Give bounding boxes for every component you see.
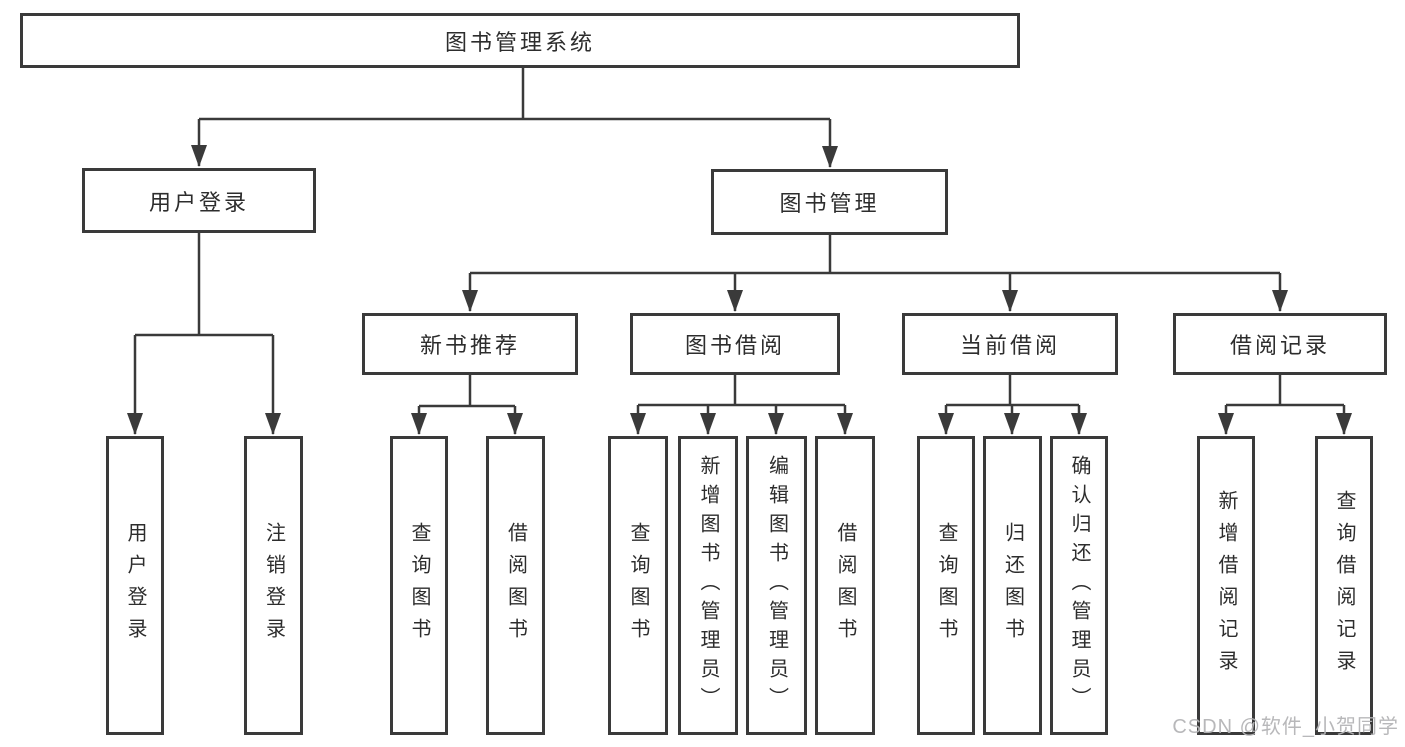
leaf-borrow-query-books: 查询图书 bbox=[608, 436, 668, 735]
leaf-return-books-label: 归还图书 bbox=[1001, 521, 1024, 650]
leaf-add-books-admin-label: 新增图书（管理员） bbox=[697, 455, 719, 716]
leaf-borrow-books: 借阅图书 bbox=[815, 436, 875, 735]
leaf-user-login: 用户登录 bbox=[106, 436, 164, 735]
node-current-borrow: 当前借阅 bbox=[902, 313, 1118, 375]
leaf-user-login-label: 用户登录 bbox=[124, 521, 146, 650]
node-current-borrow-label: 当前借阅 bbox=[959, 333, 1060, 358]
leaf-edit-books-admin: 编辑图书（管理员） bbox=[746, 436, 807, 735]
leaf-recommend-query-books-label: 查询图书 bbox=[408, 521, 430, 650]
node-user-login-label: 用户登录 bbox=[148, 189, 249, 215]
leaf-borrow-query-books-label: 查询图书 bbox=[627, 521, 649, 650]
leaf-query-borrow-record-label: 查询借阅记录 bbox=[1333, 489, 1355, 682]
leaf-confirm-return-admin: 确认归还（管理员） bbox=[1050, 436, 1108, 735]
node-book-management-label: 图书管理 bbox=[779, 191, 880, 216]
leaf-borrow-books-label: 借阅图书 bbox=[834, 521, 856, 650]
leaf-add-books-admin: 新增图书（管理员） bbox=[678, 436, 738, 735]
leaf-recommend-borrow-books-label: 借阅图书 bbox=[504, 521, 527, 650]
node-borrow-records-label: 借阅记录 bbox=[1229, 333, 1330, 358]
leaf-recommend-query-books: 查询图书 bbox=[390, 436, 448, 735]
node-new-book-recommend-label: 新书推荐 bbox=[419, 333, 520, 358]
node-new-book-recommend: 新书推荐 bbox=[362, 313, 578, 375]
leaf-edit-books-admin-label: 编辑图书（管理员） bbox=[765, 455, 788, 716]
node-user-login: 用户登录 bbox=[82, 168, 316, 233]
leaf-current-query-books-label: 查询图书 bbox=[935, 521, 957, 650]
leaf-add-borrow-record: 新增借阅记录 bbox=[1197, 436, 1255, 735]
node-borrow-records: 借阅记录 bbox=[1173, 313, 1387, 375]
node-book-management: 图书管理 bbox=[711, 169, 948, 235]
leaf-confirm-return-admin-label: 确认归还（管理员） bbox=[1068, 455, 1090, 716]
leaf-logout: 注销登录 bbox=[244, 436, 303, 735]
leaf-current-query-books: 查询图书 bbox=[917, 436, 975, 735]
leaf-recommend-borrow-books: 借阅图书 bbox=[486, 436, 545, 735]
leaf-add-borrow-record-label: 新增借阅记录 bbox=[1215, 489, 1237, 682]
node-root-label: 图书管理系统 bbox=[444, 29, 595, 55]
node-book-borrow-label: 图书借阅 bbox=[684, 333, 785, 358]
leaf-return-books: 归还图书 bbox=[983, 436, 1042, 735]
leaf-query-borrow-record: 查询借阅记录 bbox=[1315, 436, 1373, 735]
leaf-logout-label: 注销登录 bbox=[262, 521, 285, 650]
node-book-borrow: 图书借阅 bbox=[630, 313, 840, 375]
node-root: 图书管理系统 bbox=[20, 13, 1020, 68]
